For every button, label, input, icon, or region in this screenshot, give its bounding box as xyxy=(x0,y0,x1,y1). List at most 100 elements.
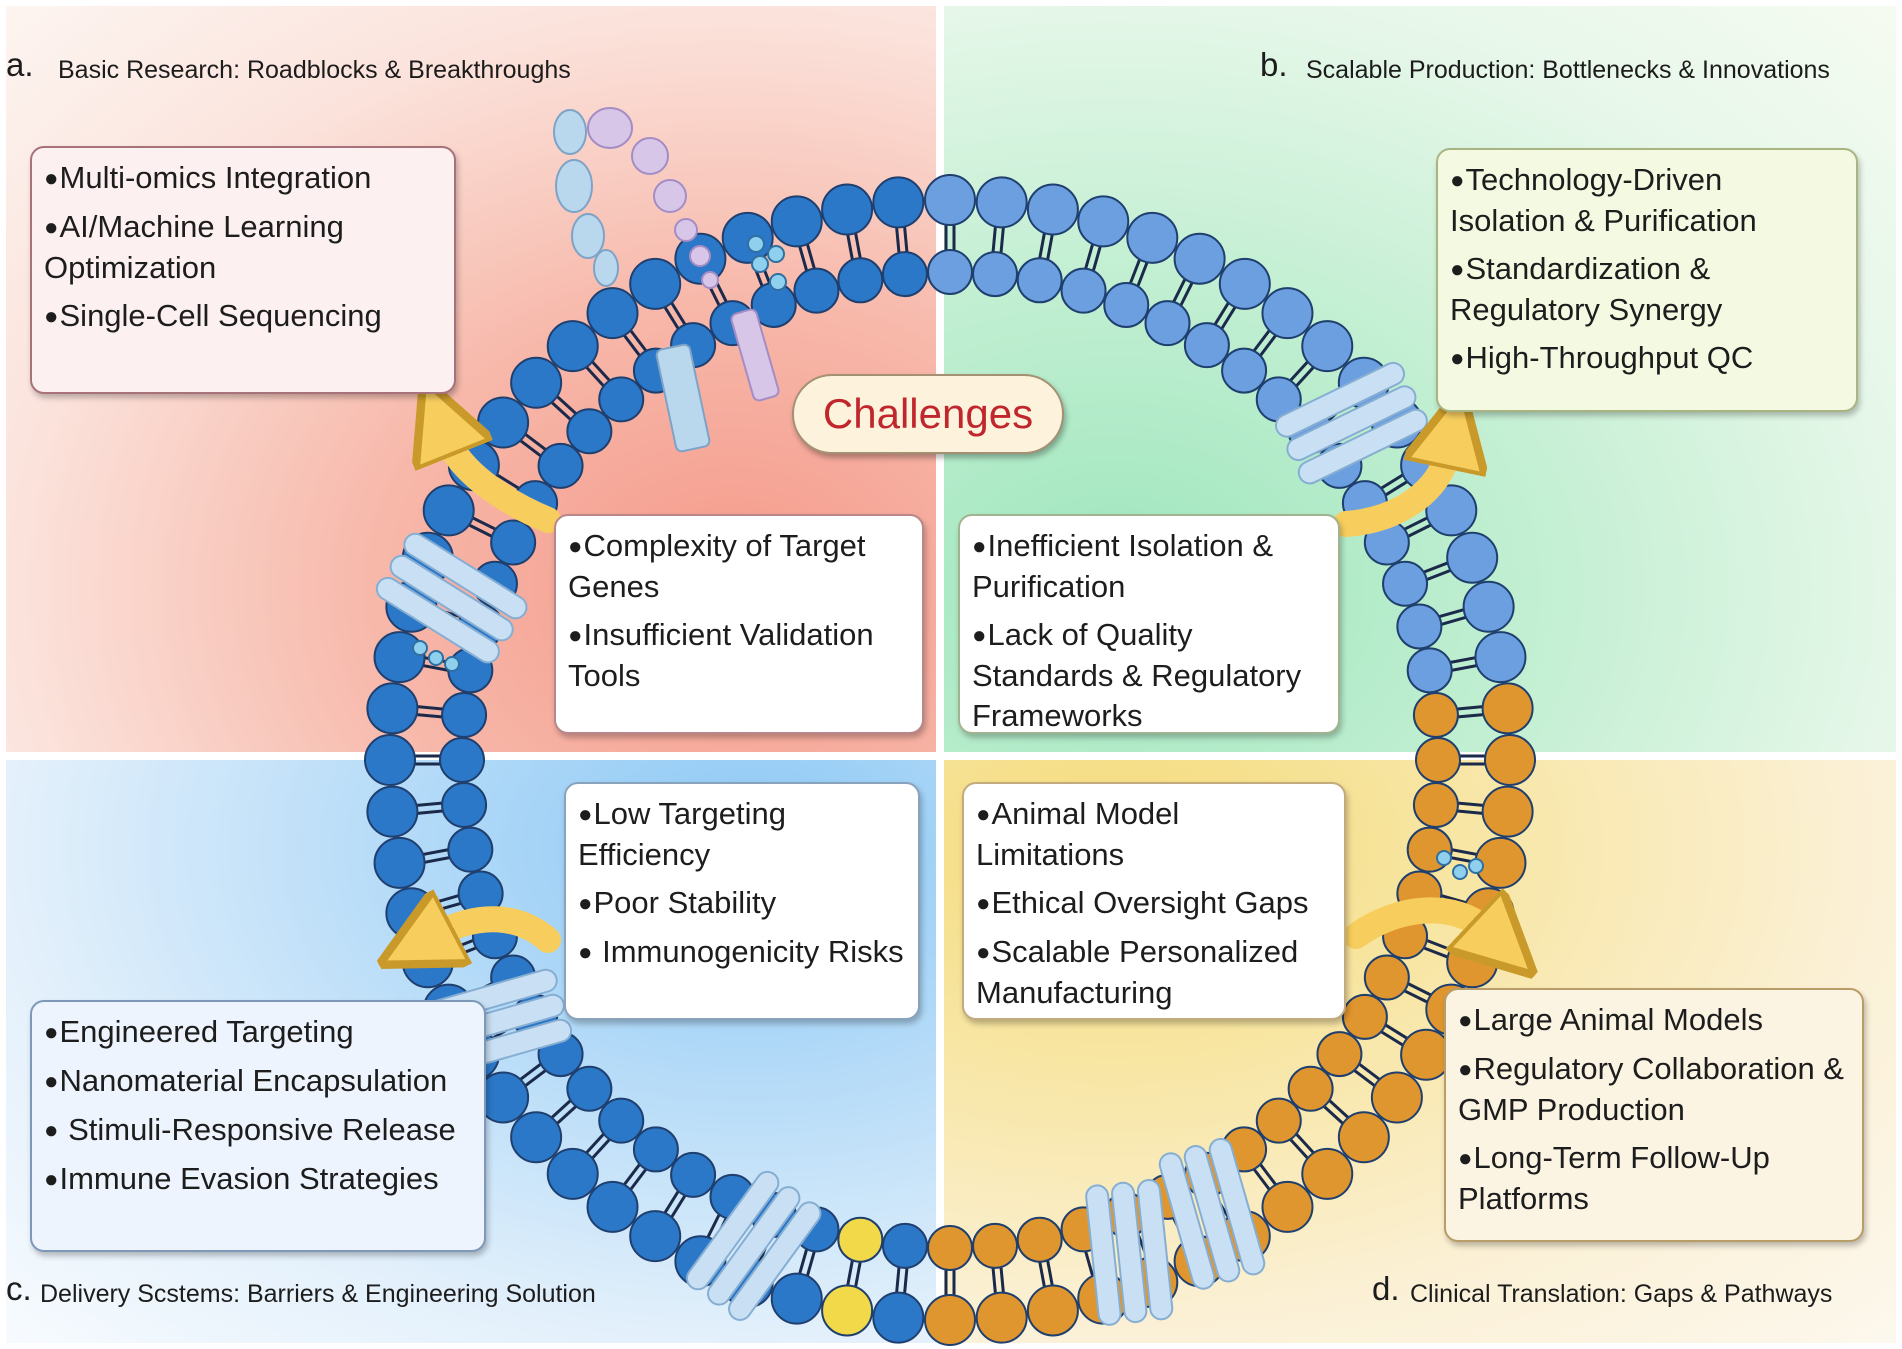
curved-arrow-icon xyxy=(438,919,561,940)
challenge-item: Insufficient Validation Tools xyxy=(568,615,910,696)
lipid-head xyxy=(927,249,973,295)
lipid-tail xyxy=(1038,230,1047,259)
quadrant-a-letter: a. xyxy=(6,46,34,83)
lipid-head xyxy=(632,1126,679,1173)
lipid-tail xyxy=(1458,801,1487,808)
lipid-tail xyxy=(1046,1260,1055,1289)
lipid-head xyxy=(1287,1065,1334,1112)
lipid-head xyxy=(1412,782,1459,829)
lipid-tail xyxy=(1046,231,1055,260)
lipid-tail xyxy=(797,243,809,271)
lipid-head xyxy=(586,287,639,340)
membrane-protein-helix xyxy=(1158,1137,1266,1290)
lipid-tail xyxy=(1384,1023,1411,1042)
lipid-head xyxy=(586,1180,639,1233)
lipid-head xyxy=(546,1147,599,1200)
lipid-head xyxy=(366,785,419,838)
lipid-tail xyxy=(1457,809,1486,816)
lipid-tail xyxy=(1457,704,1486,711)
lipid-head xyxy=(1301,320,1354,373)
lipid-head xyxy=(872,1291,925,1344)
lipid-head xyxy=(1425,484,1478,537)
lipid-head xyxy=(924,1294,976,1346)
solution-item: AI/Machine Learning Optimization xyxy=(44,207,442,288)
lipid-head xyxy=(1446,936,1499,989)
curved-arrow-icon xyxy=(1343,910,1486,936)
lipid-tail xyxy=(627,327,648,352)
lipid-head xyxy=(1341,993,1388,1040)
solutions-box-d: Large Animal Models Regulatory Collabora… xyxy=(1444,988,1864,1242)
lipid-head xyxy=(1481,785,1534,838)
lipid-head xyxy=(439,737,485,783)
challenges-box-d: Animal Model Limitations Ethical Oversig… xyxy=(962,782,1346,1020)
lipid-tail xyxy=(414,809,443,816)
lipid-tail xyxy=(1423,560,1451,574)
solution-item: Standardization & Regulatory Synergy xyxy=(1450,249,1844,330)
lipid-tail xyxy=(1328,1099,1352,1121)
curved-arrow-icon xyxy=(448,440,561,533)
solution-item: Large Animal Models xyxy=(1458,1000,1850,1041)
solution-item: Stimuli-Responsive Release xyxy=(44,1110,472,1151)
quadrant-d-title: Clinical Translation: Gaps & Pathways xyxy=(1410,1280,1833,1308)
lipid-tail xyxy=(1179,279,1195,306)
lipid-tail xyxy=(621,332,641,357)
lipid-tail xyxy=(1439,607,1467,619)
lipid-tail xyxy=(517,1062,542,1083)
lipid-head xyxy=(422,484,475,537)
lipid-tail xyxy=(627,1168,648,1193)
challenges-box-c: Low Targeting Efficiency Poor Stability … xyxy=(564,782,920,1020)
lipid-tail xyxy=(797,1249,809,1277)
quadrant-b-title: Scalable Production: Bottlenecks & Innov… xyxy=(1306,56,1830,84)
membrane-protein-helix xyxy=(1085,1179,1174,1326)
lipid-tail xyxy=(522,1069,547,1089)
lipid-head xyxy=(510,356,563,409)
ion-cluster-icon xyxy=(412,640,1484,880)
lipid-head xyxy=(598,376,645,423)
solution-item: Regulatory Collaboration & GMP Productio… xyxy=(1458,1049,1850,1130)
lipid-tail xyxy=(991,1268,998,1297)
lipid-head xyxy=(821,1284,874,1337)
lipid-head xyxy=(837,1216,884,1263)
lipid-head xyxy=(1218,257,1271,310)
lipid-tail xyxy=(621,1163,641,1188)
lipid-tail xyxy=(1091,243,1103,271)
lipid-head xyxy=(924,174,976,226)
helix-segment xyxy=(403,532,528,620)
lipid-head xyxy=(1446,531,1499,584)
lipid-head xyxy=(1060,267,1107,314)
helix-segment xyxy=(1274,361,1406,438)
lipid-tail xyxy=(1458,712,1487,719)
lipid-tail xyxy=(1129,256,1143,284)
lipid-tail xyxy=(1295,364,1317,387)
lipid-tail xyxy=(517,437,542,458)
lipid-head xyxy=(364,734,416,786)
lipid-tail xyxy=(1252,1168,1273,1193)
lipid-tail xyxy=(420,848,449,857)
lipid-tail xyxy=(1407,522,1435,538)
lipid-tail xyxy=(668,299,687,326)
lipid-head xyxy=(1261,287,1314,340)
lipid-tail xyxy=(845,1260,854,1289)
lipid-head xyxy=(881,251,928,298)
rna-strand-icon xyxy=(553,107,787,453)
lipid-head xyxy=(837,257,884,304)
lipid-head xyxy=(1484,734,1536,786)
lipid-head xyxy=(1221,347,1268,394)
lipid-tail xyxy=(668,1194,687,1221)
lipid-tail xyxy=(853,230,862,259)
lipid-head xyxy=(447,826,494,873)
lipid-head xyxy=(1316,1031,1363,1078)
lipid-head xyxy=(1016,257,1063,304)
lipid-tail xyxy=(999,1267,1006,1296)
lipid-head xyxy=(598,1097,645,1144)
lipid-head xyxy=(1406,647,1453,694)
lipid-head xyxy=(1183,322,1230,369)
quadrant-b-letter: b. xyxy=(1260,46,1288,83)
lipid-tail xyxy=(431,894,459,905)
lipid-tail xyxy=(1451,848,1480,857)
challenge-item: Ethical Oversight Gaps xyxy=(976,883,1332,924)
helix-segment xyxy=(1208,1137,1266,1276)
lipid-tail xyxy=(421,856,450,865)
lipid-head xyxy=(1481,682,1534,735)
membrane-protein-helix xyxy=(1274,361,1428,485)
